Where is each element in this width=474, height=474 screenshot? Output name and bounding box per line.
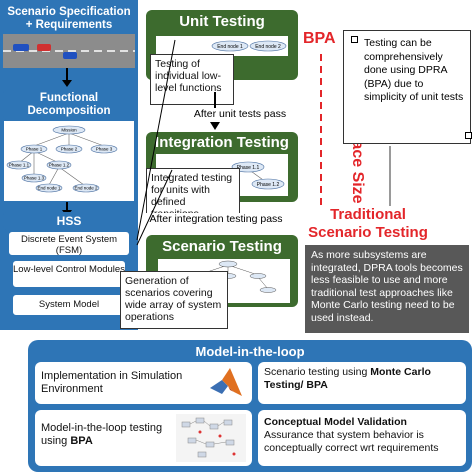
scenario-testing-title: Scenario Testing	[162, 238, 282, 255]
tree-node-phase1: Phase 1	[26, 147, 43, 152]
bpa-label: BPA	[303, 30, 336, 47]
decomposition-tree: Mission Phase 1 Phase 2 Phase 3 Phase 1.…	[3, 120, 135, 202]
integration-node-2: Phase 1.2	[257, 182, 280, 188]
pointer-lines	[136, 39, 391, 246]
unit-node-panel: End node 1 End node 2	[156, 36, 288, 56]
impl-sim-text: Implementation in Simulation Environment	[41, 370, 183, 395]
after-unit-label: After unit tests pass	[170, 108, 310, 122]
bpa-note: Testing can be comprehensively done usin…	[343, 30, 471, 144]
unit-testing-desc: Testing of individual low-level function…	[150, 54, 234, 105]
unit-testing-title: Unit Testing	[179, 13, 265, 30]
tree-node-phase11: Phase 1.1	[9, 163, 30, 168]
tree-node-end1: End node 1	[37, 186, 61, 191]
after-integration-label: After integration testing pass	[140, 213, 292, 227]
mil-bpa-text: Model-in-the-loop testing using BPA	[41, 422, 163, 447]
impl-sim-box: Implementation in Simulation Environment	[35, 362, 252, 404]
integration-node-1: Phase 1.1	[237, 165, 260, 171]
note-bullet-1	[351, 36, 358, 43]
note-bullet-2	[465, 132, 472, 139]
des-box: Discrete Event System (FSM)	[8, 231, 130, 256]
integration-testing-title: Integration Testing	[155, 134, 289, 151]
tree-node-phase3: Phase 3	[96, 147, 113, 152]
conceptual-box: Conceptual Model Validation Assurance th…	[258, 410, 466, 466]
hss-header: HSS	[3, 212, 135, 230]
tree-node-phase13: Phase 1.3	[24, 176, 45, 181]
dark-note: As more subsystems are integrated, DPRA …	[305, 245, 469, 333]
matlab-logo-icon	[210, 368, 242, 396]
functional-decomposition-header: Functional Decomposition	[3, 90, 135, 120]
scenario-mc-bold: Monte Carlo Testing/ BPA	[264, 366, 431, 391]
conceptual-title: Conceptual Model Validation	[264, 416, 407, 428]
scenario-mc-text: Scenario testing using	[264, 366, 371, 378]
mil-bpa-bold: BPA	[70, 435, 93, 447]
tree-node-phase2: Phase 2	[61, 147, 78, 152]
unit-node-2: End node 2	[255, 44, 281, 50]
mil-title: Model-in-the-loop	[195, 344, 305, 359]
low-level-box: Low-level Control Modules	[12, 260, 126, 288]
scenario-testing-desc: Generation of scenarios covering wide ar…	[120, 271, 228, 329]
conceptual-desc: Assurance that system behavior is concep…	[264, 429, 439, 454]
tree-node-end2: End node 2	[74, 186, 98, 191]
simulink-diagram-icon	[176, 414, 246, 462]
arrow-down-1	[62, 68, 72, 87]
mil-bpa-box: Model-in-the-loop testing using BPA	[35, 410, 252, 466]
tree-node-phase12: Phase 1.2	[49, 163, 70, 168]
tree-node-mission: Mission	[61, 128, 77, 133]
scenario-mc-box: Scenario testing using Monte Carlo Testi…	[258, 362, 466, 404]
road-illustration	[3, 34, 135, 68]
traditional-label: Traditional Scenario Testing	[308, 206, 428, 241]
unit-node-1: End node 1	[217, 44, 243, 50]
scenario-spec-header: Scenario Specification + Requirements	[3, 3, 135, 34]
